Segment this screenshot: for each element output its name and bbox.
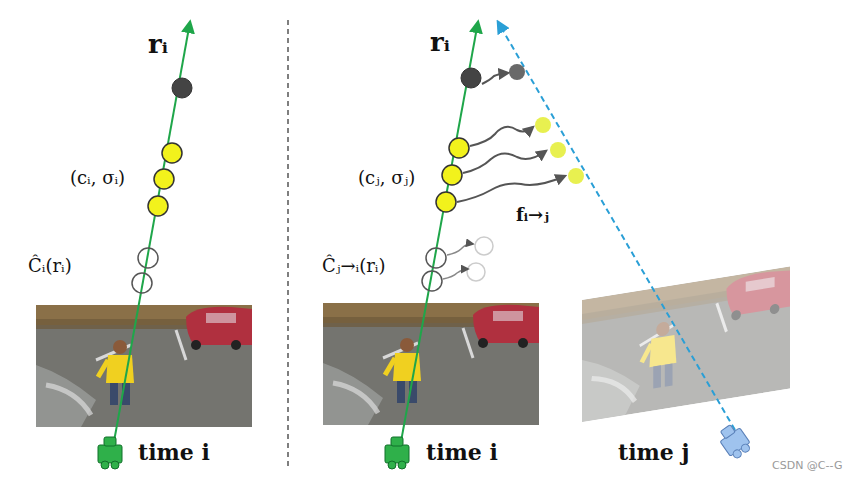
render-label: Ĉⱼ→ᵢ(rᵢ) bbox=[322, 256, 386, 277]
scene-flow-arrows bbox=[443, 73, 565, 279]
camera-ray bbox=[498, 22, 735, 430]
empty-samples bbox=[422, 248, 446, 291]
sample-label: (cⱼ, σⱼ) bbox=[358, 168, 415, 189]
sample-point bbox=[461, 68, 481, 88]
sample-label: (cᵢ, σᵢ) bbox=[70, 168, 125, 189]
time-label: time i bbox=[426, 440, 498, 465]
time-label: time j bbox=[618, 440, 689, 465]
panel-divider bbox=[287, 20, 289, 470]
camera-icon bbox=[385, 437, 409, 469]
warped-photo bbox=[582, 267, 790, 422]
time-label: time i bbox=[138, 440, 210, 465]
sample-point bbox=[172, 78, 192, 98]
watermark: CSDN @C--G bbox=[772, 460, 842, 473]
camera-icon bbox=[715, 421, 753, 461]
camera-icon bbox=[98, 437, 122, 469]
empty-samples bbox=[132, 248, 158, 293]
sample-points bbox=[148, 143, 182, 216]
flow-label: fᵢ→ⱼ bbox=[516, 205, 549, 226]
render-label: Ĉᵢ(rᵢ) bbox=[28, 256, 72, 277]
warped-points bbox=[535, 117, 584, 184]
warped-point bbox=[509, 64, 525, 80]
ray-symbol: rᵢ bbox=[148, 30, 168, 60]
ray-symbol: rᵢ bbox=[430, 28, 450, 58]
frame-photo bbox=[323, 303, 539, 425]
frame-photo bbox=[36, 305, 252, 427]
